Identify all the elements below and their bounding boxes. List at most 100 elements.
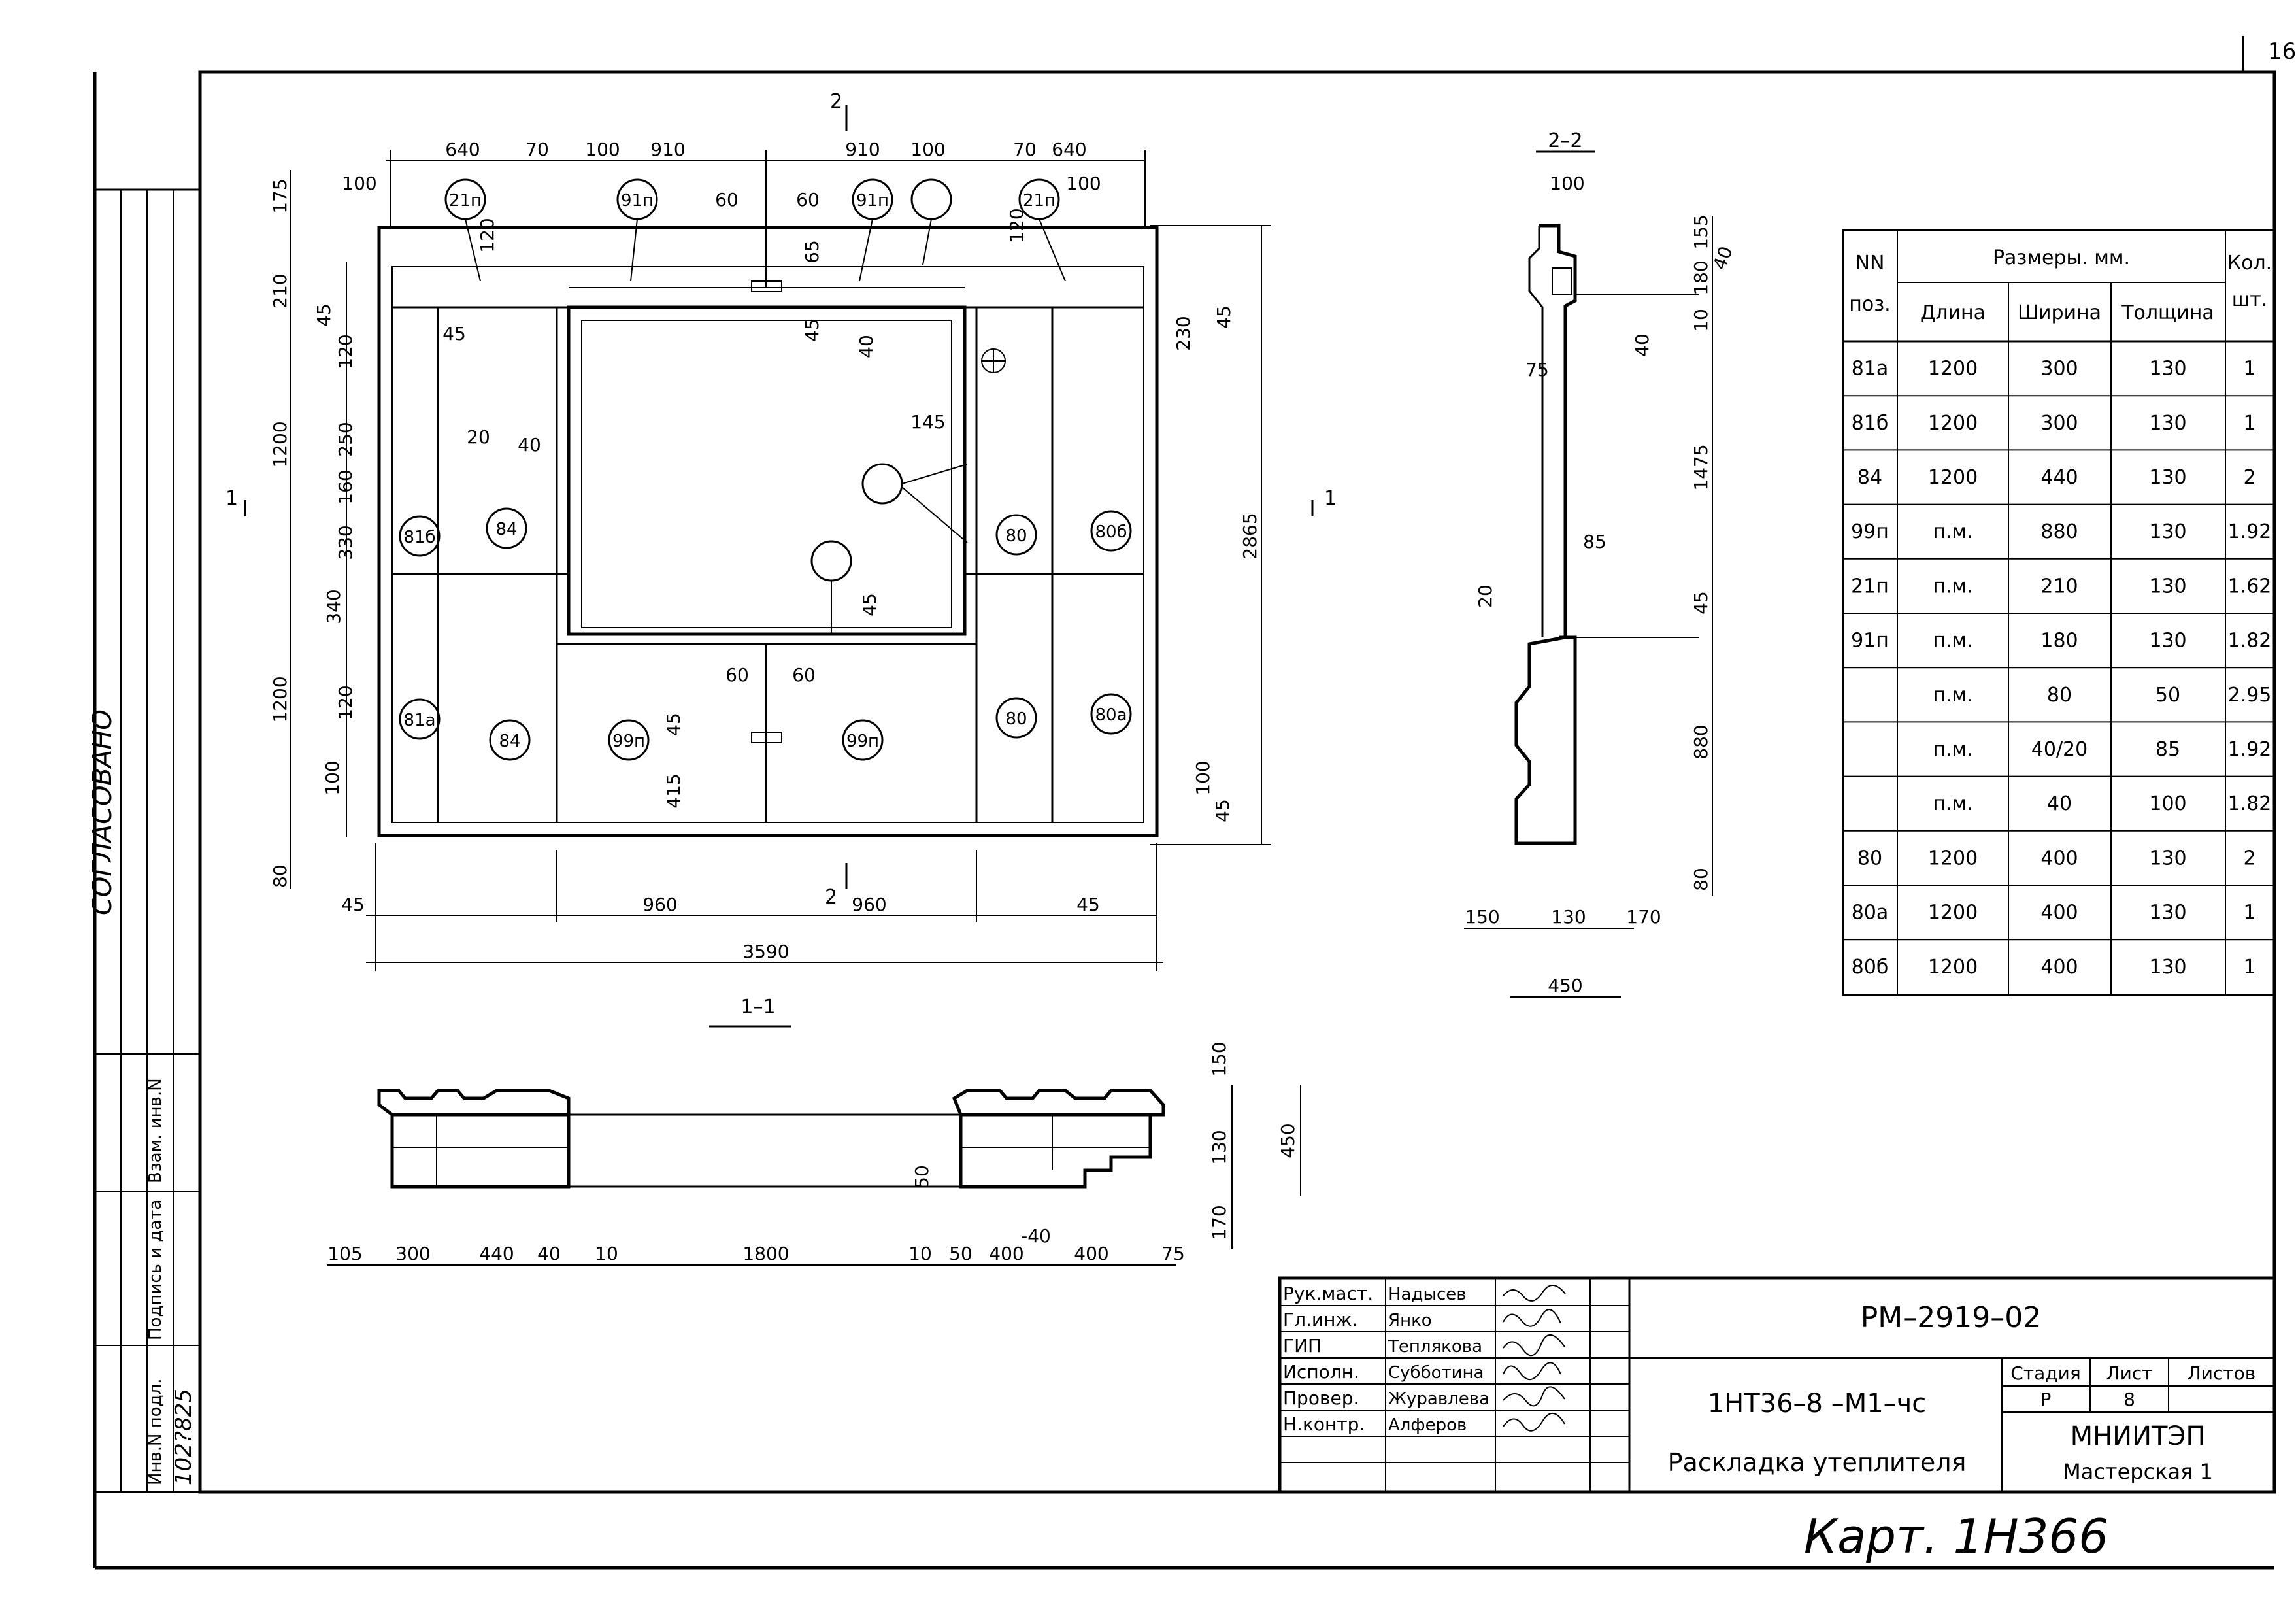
- spec-cell-wid: 80: [2047, 684, 2072, 707]
- spec-cell-pos: 80а: [1852, 902, 1889, 924]
- spec-cell-pos: 21п: [1851, 575, 1889, 598]
- s22-dim-170: 170: [1626, 906, 1661, 928]
- dim-left-120: 120: [335, 334, 356, 369]
- dim-top-70-right: 70: [1013, 139, 1037, 160]
- s11-dim-50-inner: 50: [911, 1165, 933, 1189]
- spec-cell-qty: 1.62: [2228, 575, 2272, 598]
- dim-45-b: 45: [859, 593, 880, 617]
- s11-dim-50: 50: [949, 1243, 973, 1264]
- dim-60-b: 60: [796, 189, 820, 211]
- callout-91p-right: 91п: [856, 191, 889, 211]
- spec-cell-len: п.м.: [1933, 684, 1972, 707]
- dim-60-c: 60: [725, 664, 749, 686]
- spec-cell-len: п.м.: [1933, 792, 1972, 815]
- role-3: Исполн.: [1283, 1361, 1359, 1383]
- spec-cell-qty: 1.82: [2228, 792, 2272, 815]
- s11-dim-10-right: 10: [908, 1243, 932, 1264]
- name-4: Журавлева: [1388, 1389, 1489, 1409]
- spec-header-pos-1: NN: [1855, 252, 1885, 275]
- s22-dim-130: 130: [1551, 906, 1586, 928]
- dim-45-d: 45: [442, 323, 466, 345]
- spec-header-qty-2: шт.: [2232, 288, 2267, 311]
- dim-left-175: 175: [269, 178, 291, 213]
- s22-dim-10: 10: [1690, 309, 1712, 332]
- s11-dim-130: 130: [1208, 1130, 1230, 1164]
- dim-left-250: 250: [335, 422, 356, 456]
- product-code: 1НТ36–8 –М1–чс: [1708, 1389, 1927, 1419]
- spec-cell-pos: 81а: [1852, 358, 1889, 380]
- spec-cell-pos: 80: [1857, 847, 1882, 870]
- dim-100-left: 100: [342, 173, 376, 194]
- name-2: Теплякова: [1388, 1337, 1482, 1357]
- s22-dim-180: 180: [1690, 260, 1712, 295]
- s11-dim-105: 105: [327, 1243, 362, 1264]
- spec-cell-len: 1200: [1928, 412, 1978, 435]
- role-0: Рук.маст.: [1283, 1283, 1373, 1304]
- dim-right-2865: 2865: [1239, 513, 1261, 559]
- spec-cell-thk: 130: [2149, 412, 2186, 435]
- spec-header-len: Длина: [1920, 301, 1986, 324]
- section-2-2-title: 2–2: [1548, 129, 1582, 152]
- s22-dim-45: 45: [1690, 591, 1712, 615]
- dim-left-210: 210: [269, 273, 291, 308]
- role-1: Гл.инж.: [1283, 1309, 1358, 1330]
- spec-cell-qty: 1.82: [2228, 630, 2272, 652]
- dim-top-70-left: 70: [525, 139, 549, 160]
- dim-145: 145: [910, 411, 945, 433]
- spec-header-wid: Ширина: [2018, 301, 2101, 324]
- dim-40-b: 40: [518, 434, 541, 456]
- s22-dim-75: 75: [1525, 359, 1549, 380]
- spec-cell-thk: 130: [2149, 847, 2186, 870]
- org-name: МНИИТЭП: [2071, 1421, 2206, 1451]
- section-2-bottom-mark: 2: [825, 886, 837, 909]
- sheet-value: 8: [2123, 1389, 2135, 1410]
- spec-cell-wid: 40/20: [2031, 738, 2088, 761]
- spec-cell-qty: 2.95: [2228, 684, 2272, 707]
- spec-cell-wid: 400: [2040, 902, 2078, 924]
- role-4: Провер.: [1283, 1387, 1359, 1409]
- spec-cell-thk: 130: [2149, 520, 2186, 543]
- name-5: Алферов: [1388, 1415, 1467, 1435]
- dim-120-a: 120: [476, 218, 498, 252]
- signature-scribbles: [1503, 1285, 1566, 1432]
- s22-dim-450: 450: [1548, 975, 1582, 996]
- s22-dim-100: 100: [1550, 173, 1584, 194]
- dim-top-100-right: 100: [910, 139, 945, 160]
- inv-label: Инв.N подл.: [146, 1378, 165, 1485]
- sign-date-label: Подпись и дата: [146, 1200, 165, 1340]
- spec-cell-qty: 1: [2243, 956, 2255, 979]
- spec-cell-len: 1200: [1928, 902, 1978, 924]
- title-block: Рук.маст. Гл.инж. ГИП Исполн. Провер. Н.…: [1278, 1276, 2276, 1494]
- spec-cell-wid: 300: [2040, 358, 2078, 380]
- dim-bottom-960-left: 960: [642, 894, 677, 915]
- spec-cell-thk: 50: [2155, 684, 2180, 707]
- dim-left-340: 340: [323, 589, 344, 624]
- dim-45-e: 45: [1213, 305, 1235, 329]
- spec-cell-wid: 180: [2040, 630, 2078, 652]
- callout-84-bottom: 84: [499, 732, 520, 751]
- dim-top-910-left: 910: [650, 139, 685, 160]
- spec-cell-qty: 1: [2243, 902, 2255, 924]
- spec-cell-len: 1200: [1928, 466, 1978, 489]
- dim-left-330: 330: [335, 525, 356, 560]
- spec-cell-pos: 84: [1857, 466, 1882, 489]
- dim-65: 65: [801, 240, 823, 263]
- sheet-corner-number: 16: [2268, 39, 2296, 65]
- s22-dim-1475: 1475: [1690, 444, 1712, 490]
- name-3: Субботина: [1388, 1363, 1484, 1383]
- dim-20: 20: [467, 426, 490, 448]
- spec-cell-pos: 99п: [1851, 520, 1889, 543]
- callout-21p-left: 21п: [449, 191, 482, 211]
- dim-right-100: 100: [1192, 760, 1214, 795]
- s22-dim-20: 20: [1474, 584, 1496, 608]
- callout-81b: 81б: [403, 528, 435, 547]
- spec-cell-qty: 2: [2243, 466, 2255, 489]
- spec-header-thk: Толщина: [2121, 301, 2214, 324]
- dim-100-right: 100: [1066, 173, 1101, 194]
- callout-80a: 80а: [1095, 705, 1127, 725]
- spec-cell-wid: 880: [2040, 520, 2078, 543]
- archive-note: Карт. 1Н366: [1804, 1509, 2108, 1564]
- spec-cell-wid: 210: [2040, 575, 2078, 598]
